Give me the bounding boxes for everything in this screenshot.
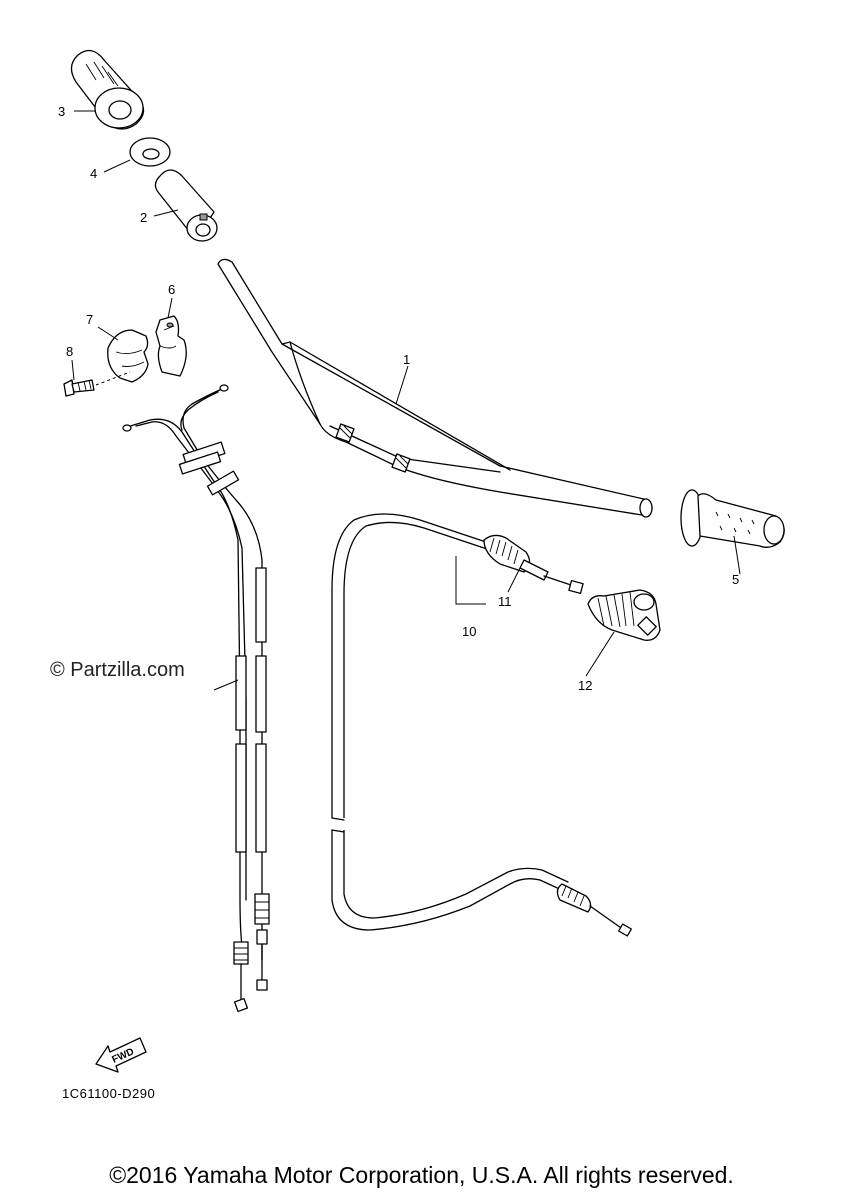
label-1: 1 <box>403 352 410 367</box>
throttle-cables[interactable] <box>122 384 270 1013</box>
part-labels: 3 4 2 6 7 8 1 5 11 10 12 <box>58 104 739 693</box>
left-grip[interactable] <box>70 49 145 130</box>
label-3: 3 <box>58 104 65 119</box>
leader-lines <box>71 110 741 691</box>
holder-lower[interactable] <box>155 315 187 377</box>
clutch-cable[interactable] <box>330 513 632 937</box>
holder-upper[interactable] <box>107 329 149 383</box>
label-11: 11 <box>498 594 512 609</box>
label-6: 6 <box>168 282 175 297</box>
drawing-code: 1C61100-D290 <box>62 1086 155 1101</box>
watermark: © Partzilla.com <box>50 659 185 681</box>
label-10: 10 <box>462 624 476 639</box>
label-2: 2 <box>140 210 147 225</box>
right-grip[interactable] <box>680 489 785 548</box>
label-5: 5 <box>732 572 739 587</box>
handlebar[interactable] <box>217 258 653 518</box>
label-4: 4 <box>90 166 97 181</box>
bolt[interactable] <box>63 371 131 397</box>
label-7: 7 <box>86 312 93 327</box>
fwd-arrow-icon: FWD <box>95 1037 147 1073</box>
copyright-footer: ©2016 Yamaha Motor Corporation, U.S.A. A… <box>109 1162 734 1188</box>
washer[interactable] <box>129 137 171 167</box>
label-12: 12 <box>578 678 592 693</box>
throttle-tube[interactable] <box>154 169 218 242</box>
label-8: 8 <box>66 344 73 359</box>
lever-boot[interactable] <box>587 589 661 641</box>
